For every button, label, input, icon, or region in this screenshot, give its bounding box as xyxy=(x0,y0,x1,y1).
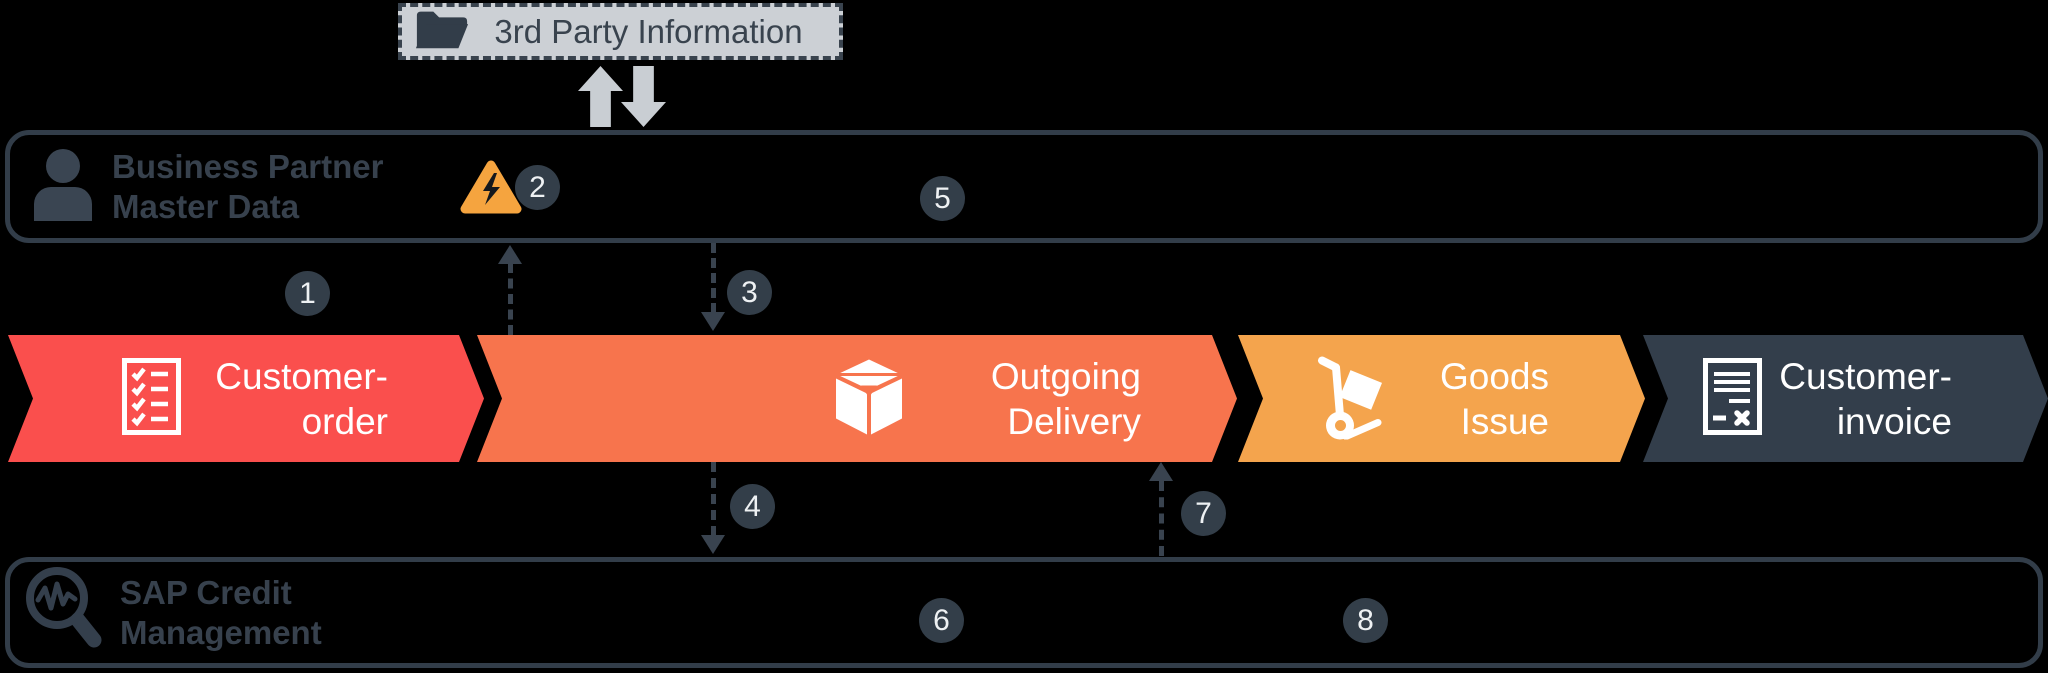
step-customer-order: Customer- order xyxy=(8,335,484,462)
business-partner-label: Business Partner Master Data xyxy=(112,147,384,225)
warning-triangle-icon xyxy=(460,158,522,221)
step-badge-6: 6 xyxy=(919,598,964,643)
business-partner-band: Business Partner Master Data xyxy=(5,130,2043,243)
third-party-information-box: 3rd Party Information xyxy=(398,3,843,60)
outgoing-delivery-label: Outgoing Delivery xyxy=(990,355,1141,442)
step-goods-issue: Goods Issue xyxy=(1238,335,1645,462)
connector-masterdata-to-delivery-line xyxy=(711,243,716,313)
connector-order-to-masterdata-arrowhead-icon xyxy=(498,245,522,264)
sap-credit-label: SAP Credit Management xyxy=(120,573,322,651)
third-party-label: 3rd Party Information xyxy=(494,12,803,50)
connector-credit-to-delivery-arrowhead-icon xyxy=(1149,462,1173,481)
connector-credit-to-delivery-line xyxy=(1159,481,1164,556)
connector-delivery-to-credit-line xyxy=(711,462,716,536)
connector-masterdata-to-delivery-arrowhead-icon xyxy=(701,312,725,331)
connector-delivery-to-credit-arrowhead-icon xyxy=(701,535,725,554)
checklist-icon xyxy=(122,358,181,440)
folder-icon xyxy=(414,7,470,56)
sap-credit-band: SAP Credit Management xyxy=(5,557,2043,668)
customer-order-label: Customer- order xyxy=(215,355,388,442)
step-badge-3: 3 xyxy=(727,270,772,315)
step-badge-5: 5 xyxy=(920,176,965,221)
step-badge-2: 2 xyxy=(515,165,560,210)
step-badge-8: 8 xyxy=(1343,598,1388,643)
step-badge-4: 4 xyxy=(730,484,775,529)
step-customer-invoice: Customer- invoice xyxy=(1643,335,2048,462)
up-block-arrow-icon xyxy=(578,66,623,127)
package-icon xyxy=(833,356,905,441)
goods-issue-label: Goods Issue xyxy=(1439,355,1549,442)
person-icon xyxy=(30,147,96,226)
credit-analytics-magnifier-icon xyxy=(18,563,108,662)
step-badge-7: 7 xyxy=(1181,491,1226,536)
down-block-arrow-icon xyxy=(621,66,666,127)
handtruck-icon xyxy=(1310,353,1384,444)
step-outgoing-delivery: Outgoing Delivery xyxy=(477,335,1237,462)
step-badge-1: 1 xyxy=(285,271,330,316)
invoice-icon xyxy=(1703,358,1762,440)
connector-order-to-masterdata-line xyxy=(508,263,513,335)
customer-invoice-label: Customer- invoice xyxy=(1779,355,1952,442)
